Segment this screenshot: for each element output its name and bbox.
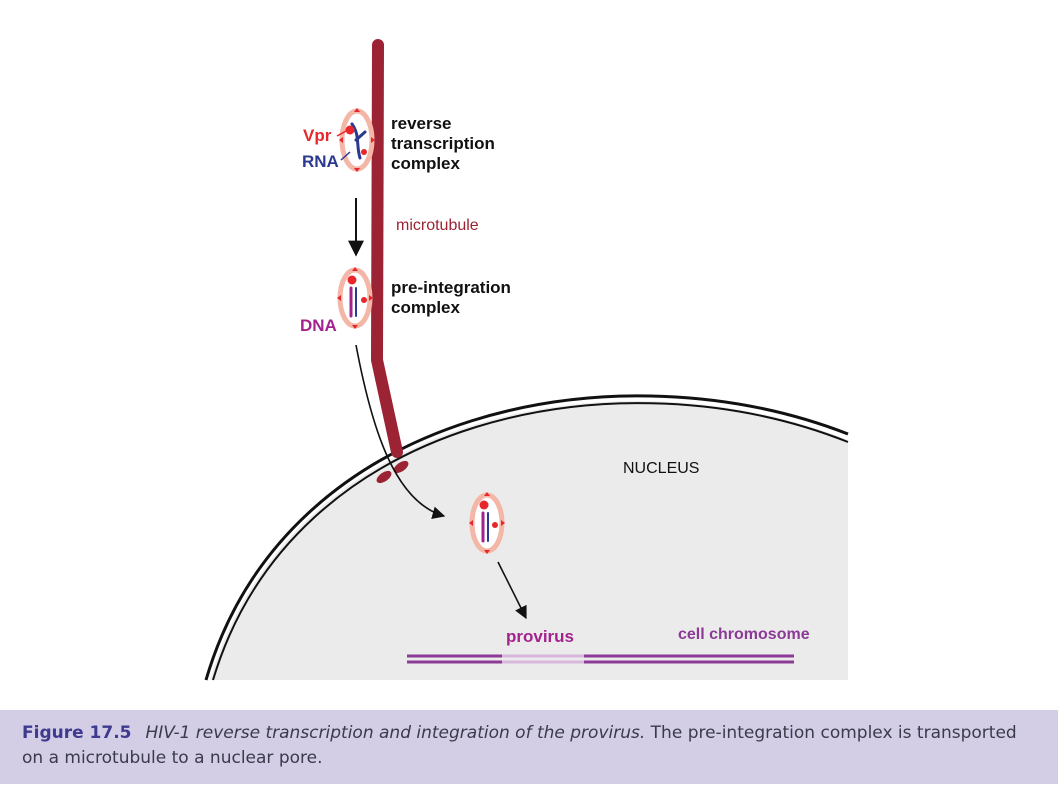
vpr-pointer: [336, 130, 347, 137]
cell-chromosome: [407, 654, 794, 664]
reverse-transcription-complex: [339, 108, 375, 172]
cell-chromosome-label: cell chromosome: [678, 626, 810, 643]
rna-pointer: [340, 151, 351, 161]
rna-label: RNA: [302, 152, 339, 171]
vpr-protein-icon: [345, 125, 355, 135]
pic-label-line1: pre-integration: [391, 278, 511, 297]
pic-label-line2: complex: [391, 298, 461, 317]
figure-number: Figure 17.5: [22, 723, 132, 743]
vpr-label: Vpr: [303, 126, 332, 145]
figure-caption: Figure 17.5 HIV-1 reverse transcription a…: [0, 710, 1058, 784]
rtc-label-line2: transcription: [391, 134, 495, 153]
integration-arrow: [497, 561, 527, 620]
nucleus-label: NUCLEUS: [623, 460, 699, 477]
diagram: Vpr RNA reverse transcription complex mi…: [204, 39, 849, 681]
rtc-label-line3: complex: [391, 154, 461, 173]
microtubule: [371, 39, 403, 458]
pre-integration-complex: [337, 267, 373, 329]
microtubule-label: microtubule: [396, 217, 479, 234]
figure-title: HIV-1 reverse transcription and integrat…: [145, 723, 646, 743]
nuclear-pore-right: [393, 460, 409, 474]
provirus-label: provirus: [506, 627, 574, 646]
nuclear-pore-left: [376, 470, 392, 484]
nuclear-envelope-outer: [204, 394, 849, 681]
diagram-canvas: Vpr RNA reverse transcription complex mi…: [204, 39, 849, 681]
import-arrow: [355, 344, 446, 519]
dna-label: DNA: [300, 316, 337, 335]
nuclear-envelope-inner: [212, 402, 849, 681]
figure-caption-text: The pre-integration complex is transport…: [22, 723, 1017, 768]
nucleus-region: [210, 400, 848, 680]
rtc-label-line1: reverse: [391, 114, 452, 133]
nuclear-pre-integration-complex: [469, 492, 505, 554]
